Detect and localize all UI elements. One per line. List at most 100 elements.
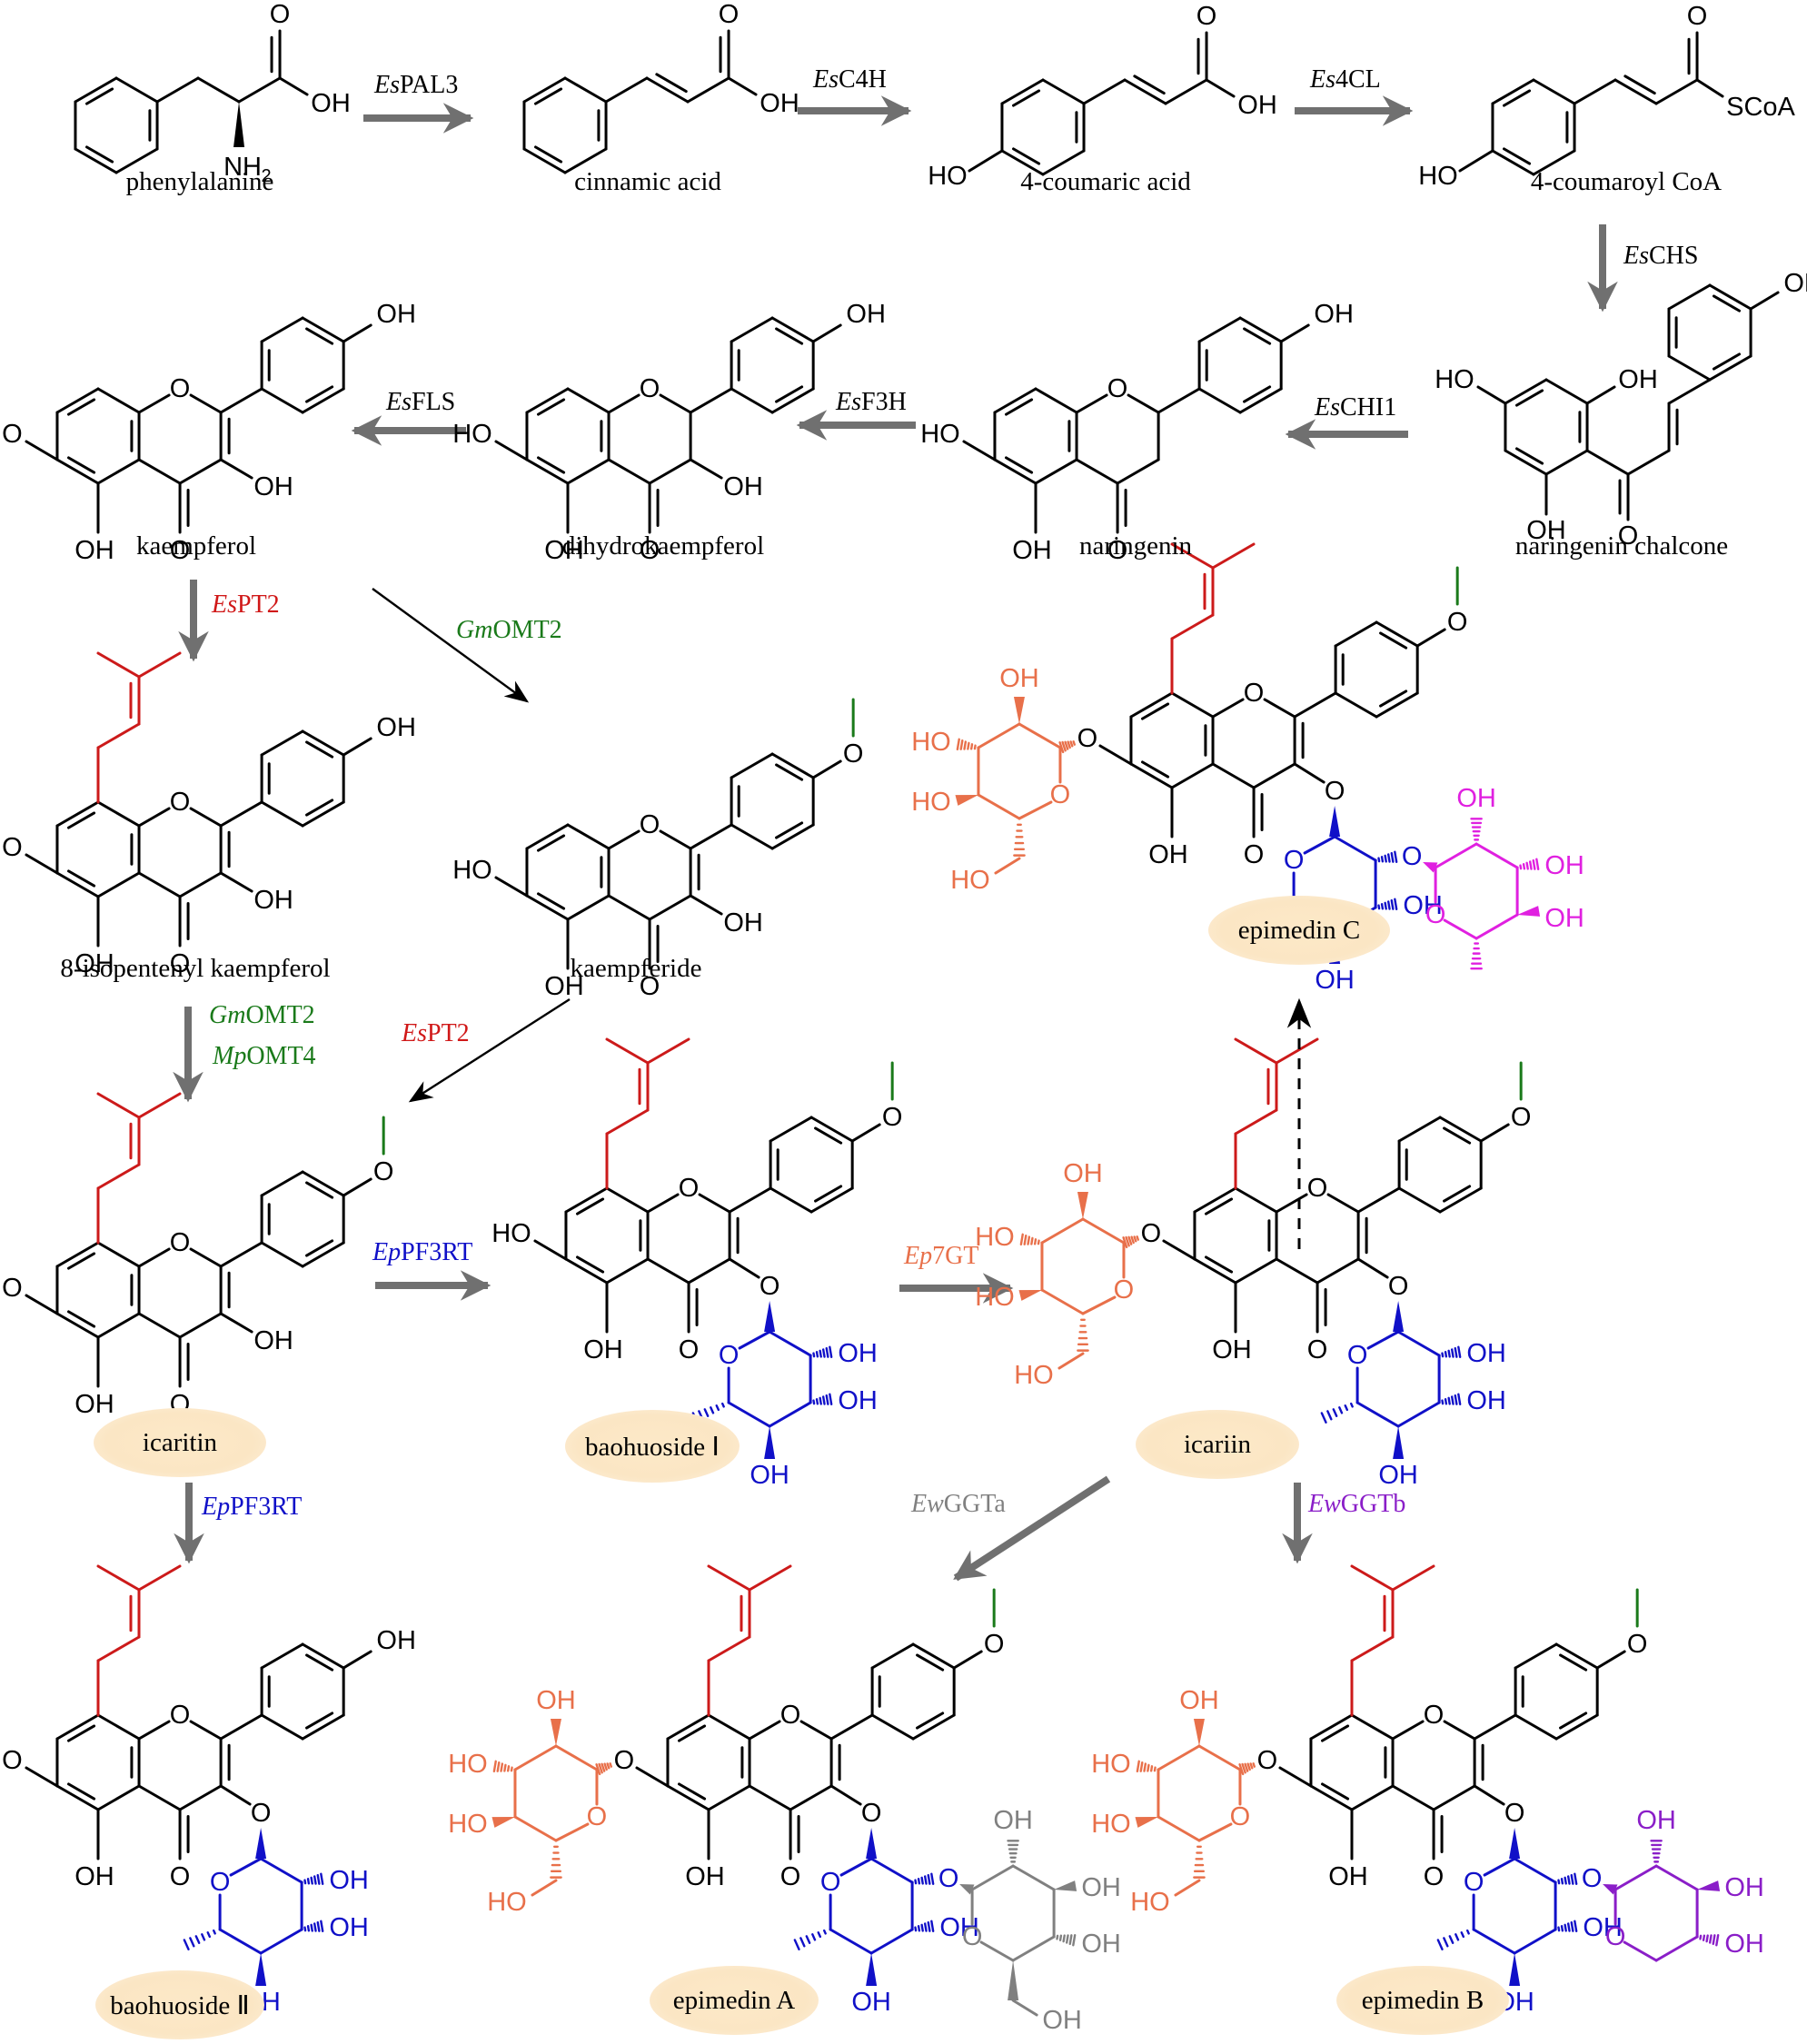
hash-bond	[1457, 1345, 1462, 1359]
bond	[1293, 762, 1325, 784]
sugar-bond	[554, 1822, 590, 1842]
sugar-bond	[1157, 1744, 1201, 1771]
prenyl-bond	[1350, 1564, 1395, 1592]
hash-bond	[316, 1873, 321, 1885]
ring-bond	[605, 1186, 650, 1214]
ring-bond	[1554, 1713, 1599, 1741]
hash-bond	[306, 1878, 311, 1885]
subscript: 2	[261, 166, 271, 186]
hash-bond	[923, 1875, 928, 1885]
bond	[189, 807, 223, 828]
wedge-bond	[959, 1884, 975, 1895]
ring-bond	[1034, 458, 1078, 485]
ring-bond	[770, 823, 815, 850]
ring-bond	[260, 316, 304, 343]
atom-label: O	[861, 1799, 882, 1828]
atom-label: O	[373, 1157, 394, 1186]
sugar-bond	[1654, 1935, 1699, 1962]
bond	[1458, 149, 1494, 173]
hash-bond	[313, 1922, 317, 1932]
hash-bond	[956, 738, 960, 751]
bond	[1075, 393, 1108, 414]
prenyl-bond	[96, 1564, 141, 1592]
hash-bond	[1326, 1410, 1333, 1421]
hash-bond	[1447, 1396, 1451, 1405]
atom-label: HO	[452, 420, 492, 449]
atom-label: OH	[1403, 891, 1443, 920]
atom-label: HO	[0, 833, 23, 862]
hash-bond	[1125, 1235, 1130, 1247]
hash-bond	[1532, 858, 1536, 870]
bond	[219, 1713, 263, 1741]
bond	[689, 387, 733, 414]
sugar-bond	[1623, 1940, 1658, 1962]
bond	[137, 1247, 171, 1268]
atom-label: O	[1504, 1799, 1525, 1828]
atom-label: HO	[0, 420, 23, 449]
sugar-bond	[1513, 1928, 1557, 1955]
hash-bond	[1457, 1393, 1462, 1406]
ring-bond	[55, 1241, 100, 1268]
wedge-bond	[1077, 1192, 1088, 1219]
wedge-bond	[1509, 1953, 1521, 1986]
hash-bond	[1564, 1876, 1567, 1885]
atom-label: O	[1196, 2, 1217, 31]
wedge-bond	[1423, 862, 1438, 873]
bond	[137, 1312, 182, 1339]
bond	[789, 1784, 833, 1811]
bond	[1667, 378, 1712, 405]
bond	[850, 1123, 881, 1143]
atom-label: O	[640, 374, 660, 403]
atom-label: O	[1307, 1174, 1328, 1203]
ring-inner-bond	[305, 385, 334, 403]
ring-inner-bond	[67, 1310, 96, 1328]
bond	[25, 1766, 59, 1788]
atom-label: O	[640, 972, 660, 1001]
atom-label: OH	[1456, 784, 1496, 813]
wedge-bond	[1603, 1884, 1618, 1895]
ring-bond	[96, 1312, 141, 1339]
atom-label: OH	[1783, 269, 1807, 298]
atom-label: OH	[1526, 516, 1566, 545]
ring-inner-bond	[537, 834, 566, 852]
bond	[829, 1713, 874, 1741]
enzyme-ewggtb: EwGGTb	[1308, 1490, 1405, 1519]
ring-bond	[1193, 1257, 1237, 1285]
hash-bond	[969, 743, 974, 750]
bond	[1275, 1193, 1308, 1214]
atom-label: OH	[1179, 1686, 1219, 1715]
atom-label: OH	[723, 472, 763, 501]
hash-bond	[793, 1939, 800, 1950]
ring-bond	[1708, 283, 1752, 311]
atom-label: OH	[1724, 1930, 1764, 1959]
enzyme-name: GGTb	[1340, 1490, 1406, 1518]
hash-bond	[189, 1937, 195, 1948]
atom-label: HO	[1091, 1750, 1131, 1779]
enzyme-esfls: EsFLS	[386, 388, 455, 417]
bond	[1098, 744, 1133, 766]
hash-bond	[819, 1349, 822, 1358]
ring-inner-bond	[1012, 89, 1041, 107]
bond	[237, 76, 282, 104]
sugar-bond	[1011, 1935, 1056, 1962]
atom-label: OH	[750, 1461, 789, 1490]
ring-inner-bond	[576, 1197, 605, 1215]
atom-label: O	[1425, 900, 1446, 929]
ring-inner-bond	[537, 398, 566, 416]
prenyl-bond	[1170, 542, 1215, 570]
hash-bond	[1062, 1934, 1066, 1943]
ring-inner-bond	[305, 1239, 334, 1257]
sugar-bond	[869, 1928, 914, 1955]
bond	[219, 1241, 263, 1268]
atom-label: OH	[1466, 1339, 1506, 1368]
prenyl-bond	[707, 1564, 751, 1592]
atom-label: O	[1325, 777, 1345, 806]
hash-bond	[812, 1399, 816, 1405]
hash-bond	[1249, 1762, 1254, 1770]
hash-bond	[821, 1348, 826, 1358]
hash-bond	[819, 1396, 822, 1405]
bond	[659, 829, 692, 850]
bond	[748, 1784, 792, 1811]
atom-label: O	[210, 1868, 231, 1897]
